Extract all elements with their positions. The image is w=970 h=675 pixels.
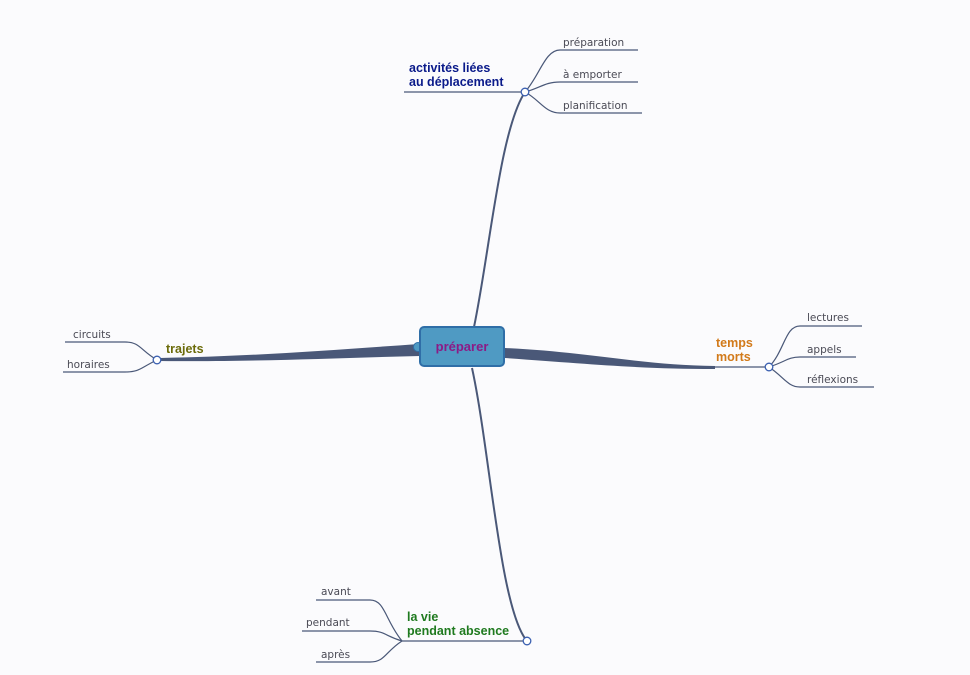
leaf-reflexions[interactable]: réflexions — [807, 374, 859, 386]
collapse-node-absence[interactable] — [522, 636, 532, 646]
link-root-temps — [505, 348, 715, 369]
leaf-preparation[interactable]: préparation — [563, 37, 625, 49]
collapse-node-deplacement[interactable] — [520, 87, 530, 97]
leaf-links-temps — [768, 325, 874, 388]
branch-deplacement-label: activités liées au déplacement — [409, 61, 504, 89]
collapse-node-trajets[interactable] — [152, 355, 162, 365]
branch-deplacement[interactable]: activités liées au déplacement — [409, 61, 503, 89]
branch-trajets-label: trajets — [166, 342, 204, 356]
leaf-links-deplacement — [524, 49, 642, 114]
root-label: préparer — [435, 339, 489, 354]
leaf-appels[interactable]: appels — [807, 344, 842, 356]
leaf-planification[interactable]: planification — [563, 100, 628, 112]
leaf-avant[interactable]: avant — [321, 586, 351, 598]
leaf-circuits[interactable]: circuits — [73, 329, 111, 341]
branch-temps[interactable]: temps morts — [716, 336, 753, 364]
leaf-links-trajets — [63, 341, 158, 373]
leaf-links-absence — [302, 599, 403, 663]
branch-absence-label: la vie pendant absence — [407, 610, 510, 638]
leaf-apres[interactable]: après — [321, 649, 351, 661]
root-node[interactable]: préparer — [419, 326, 505, 367]
link-root-trajets — [160, 344, 420, 362]
leaf-a-emporter[interactable]: à emporter — [563, 69, 622, 81]
branch-temps-label: temps morts — [716, 336, 753, 364]
link-root-absence — [471, 367, 528, 642]
leaf-pendant[interactable]: pendant — [306, 617, 350, 629]
branch-absence[interactable]: la vie pendant absence — [407, 610, 509, 638]
leaf-horaires[interactable]: horaires — [67, 359, 110, 371]
branch-trajets[interactable]: trajets — [166, 342, 204, 356]
link-root-deplacement — [473, 91, 526, 328]
collapse-node-temps[interactable] — [764, 362, 774, 372]
leaf-lectures[interactable]: lectures — [807, 312, 849, 324]
